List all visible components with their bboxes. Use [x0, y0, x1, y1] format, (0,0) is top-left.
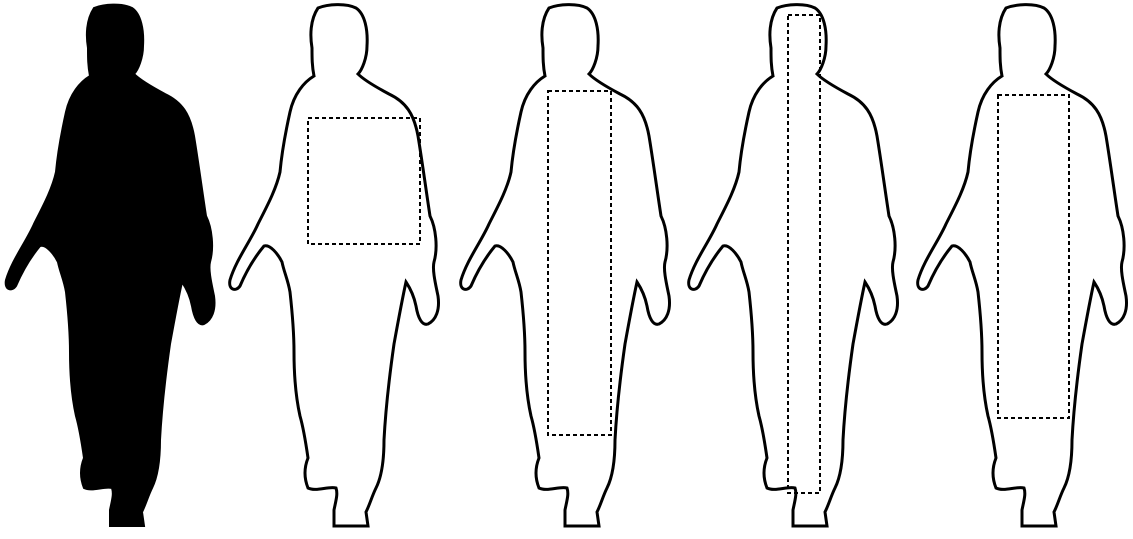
panel-outline-full-center	[689, 5, 898, 526]
outline-silhouette	[461, 5, 670, 526]
panel-outline-torso-box	[230, 5, 439, 526]
panel-outline-right-large	[918, 5, 1127, 526]
outline-silhouette	[689, 5, 898, 526]
panel-silhouette	[6, 5, 215, 526]
outline-silhouette	[918, 5, 1127, 526]
outline-silhouette	[230, 5, 439, 526]
filled-silhouette	[6, 5, 215, 526]
panel-outline-tall-right	[461, 5, 670, 526]
